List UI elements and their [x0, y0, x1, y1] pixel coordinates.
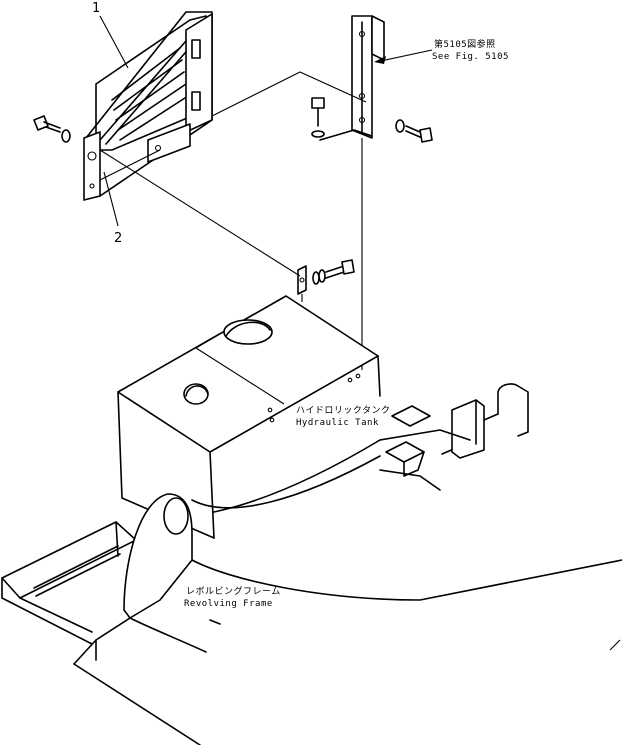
- assembly-lines: [99, 71, 367, 370]
- bolt-right: [395, 119, 433, 143]
- revolving-frame-en: Revolving Frame: [184, 599, 273, 609]
- reference-en: See Fig. 5105: [432, 52, 509, 62]
- revolving-frame-jp: レボルビングフレーム: [186, 585, 281, 597]
- reference-jp: 第5105図参照: [434, 38, 496, 50]
- leader-1: [99, 15, 129, 69]
- hydraulic-tank: [117, 295, 381, 539]
- hydraulic-tank-en: Hydraulic Tank: [296, 418, 379, 428]
- reference-arrowhead: [374, 56, 386, 64]
- callout-2: 2: [114, 231, 122, 246]
- revolving-frame: [1, 455, 622, 745]
- reference-arrow: [375, 49, 433, 63]
- tank-brackets: [379, 383, 529, 491]
- support-bracket: [319, 15, 385, 141]
- callout-1: 1: [92, 1, 100, 16]
- clip-bracket: [297, 259, 355, 295]
- louver-panel: [83, 11, 213, 201]
- bolt-left: [33, 115, 71, 143]
- leader-2: [103, 171, 119, 227]
- bolt-top: [311, 97, 325, 138]
- hydraulic-tank-jp: ハイドロリックタンク: [296, 405, 390, 416]
